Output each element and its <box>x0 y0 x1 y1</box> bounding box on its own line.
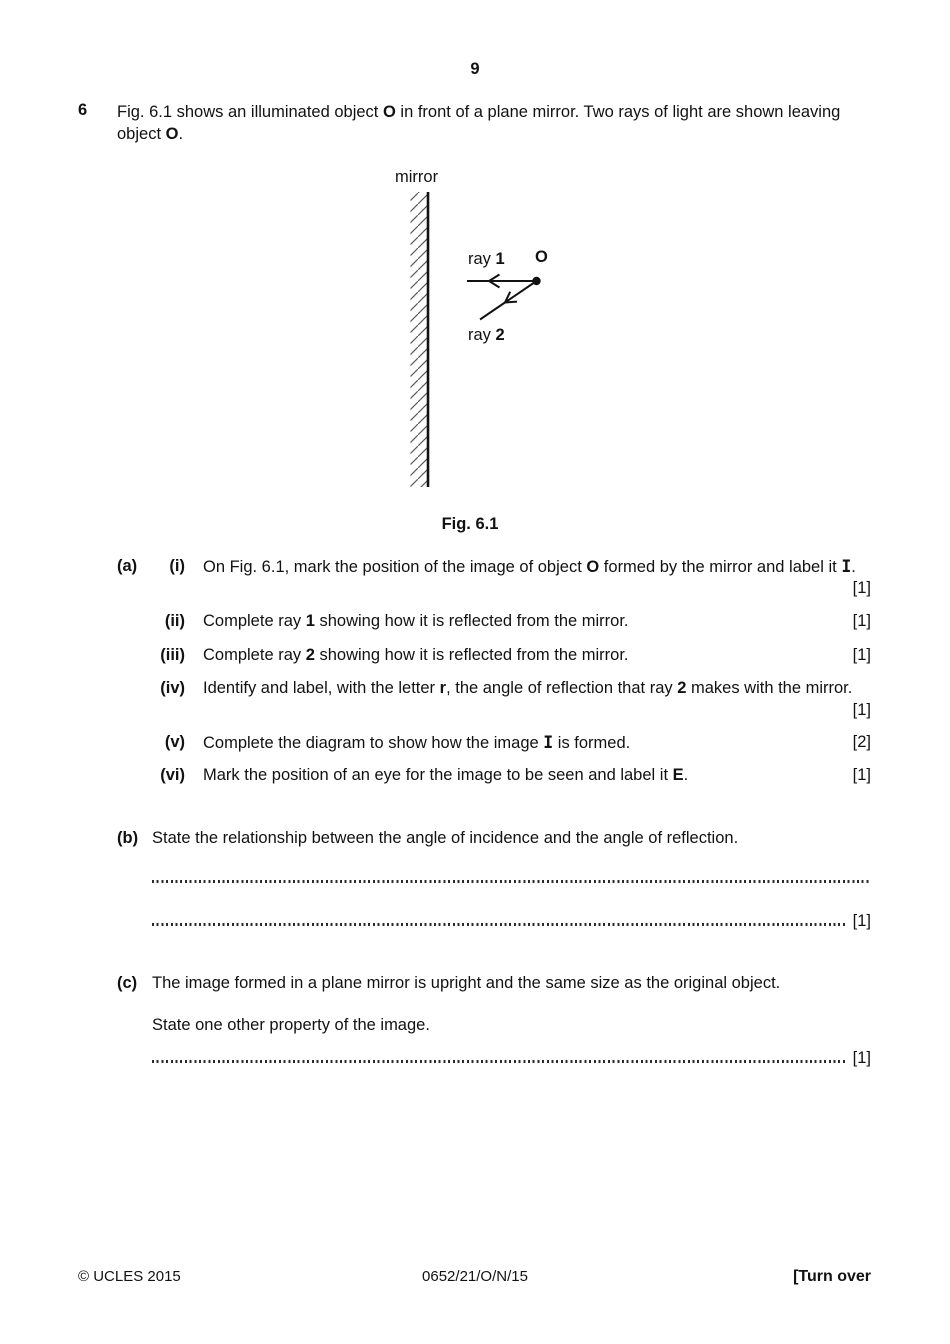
object-label: O <box>535 248 548 266</box>
part-a-label: (a) <box>117 557 138 575</box>
ray1-label: ray 1 <box>468 250 505 268</box>
question-intro-line1: Fig. 6.1 shows an illuminated object O i… <box>117 103 841 121</box>
part-b-row: (b) State the relationship between the a… <box>117 829 871 848</box>
item-vi-numeral: (vi) <box>160 766 185 784</box>
ray-diagram: mirror ray 1 O ray 2 <box>395 168 548 487</box>
item-i-marks: [1] <box>852 579 871 597</box>
item-iii-numeral: (iii) <box>160 646 185 664</box>
dotted-line <box>152 880 871 883</box>
answer-line-b2: [1] <box>152 913 871 929</box>
part-a-item-ii: (ii) Complete ray 1 showing how it is re… <box>117 612 871 631</box>
question-6-intro: 6 Fig. 6.1 shows an illuminated object O… <box>78 101 878 145</box>
ray1-arrowhead-icon <box>487 273 501 289</box>
part-b-marks: [1] <box>852 912 871 930</box>
part-c-row: (c) The image formed in a plane mirror i… <box>117 974 871 993</box>
question-intro-line2: object O. <box>117 125 184 143</box>
part-a-item-i: (a) (i) On Fig. 6.1, mark the position o… <box>117 557 871 577</box>
paper-code: 0652/21/O/N/15 <box>422 1268 528 1285</box>
item-vi-marks: [1] <box>852 766 871 784</box>
item-i-text: On Fig. 6.1, mark the position of the im… <box>203 557 856 576</box>
part-c-text2: State one other property of the image. <box>152 1016 430 1034</box>
dotted-line <box>152 923 846 926</box>
part-a-item-v: (v) Complete the diagram to show how the… <box>117 733 871 753</box>
part-a-item-vi: (vi) Mark the position of an eye for the… <box>117 766 871 785</box>
part-b-text: State the relationship between the angle… <box>152 829 739 847</box>
item-v-numeral: (v) <box>164 733 185 751</box>
ray2-label: ray 2 <box>468 326 505 344</box>
part-c-text1: The image formed in a plane mirror is up… <box>152 974 781 992</box>
part-c-marks: [1] <box>852 1049 871 1067</box>
item-vi-text: Mark the position of an eye for the imag… <box>203 766 689 784</box>
answer-line-c1: [1] <box>152 1050 871 1066</box>
part-b-label: (b) <box>117 829 139 847</box>
part-c-label: (c) <box>117 974 138 992</box>
item-iii-text: Complete ray 2 showing how it is reflect… <box>203 646 629 664</box>
ray2-arrowhead-icon <box>503 291 518 304</box>
item-iv-text: Identify and label, with the letter r, t… <box>203 679 853 697</box>
question-intro-text: Fig. 6.1 shows an illuminated object O i… <box>117 101 840 145</box>
copyright-text: © UCLES 2015 <box>78 1268 181 1285</box>
item-ii-numeral: (ii) <box>164 612 185 630</box>
mirror-hatching <box>410 192 428 487</box>
item-iii-marks: [1] <box>852 646 871 664</box>
item-v-marks: [2] <box>852 733 871 751</box>
page-number: 9 <box>470 60 480 78</box>
question-number: 6 <box>78 101 88 119</box>
item-iv-numeral: (iv) <box>160 679 185 697</box>
figure-caption: Fig. 6.1 <box>441 515 499 533</box>
part-a-item-iii: (iii) Complete ray 2 showing how it is r… <box>117 646 871 665</box>
turn-over-label: [Turn over <box>793 1268 871 1285</box>
dotted-line <box>152 1060 846 1063</box>
item-iv-marks: [1] <box>852 701 871 719</box>
ray2-line <box>479 280 538 321</box>
item-ii-text: Complete ray 1 showing how it is reflect… <box>203 612 629 630</box>
part-a-item-iv: (iv) Identify and label, with the letter… <box>117 679 871 698</box>
item-ii-marks: [1] <box>852 612 871 630</box>
answer-line-b1 <box>152 870 871 886</box>
mirror-label: mirror <box>395 168 439 186</box>
item-i-numeral: (i) <box>169 557 185 575</box>
item-v-text: Complete the diagram to show how the ima… <box>203 733 631 752</box>
